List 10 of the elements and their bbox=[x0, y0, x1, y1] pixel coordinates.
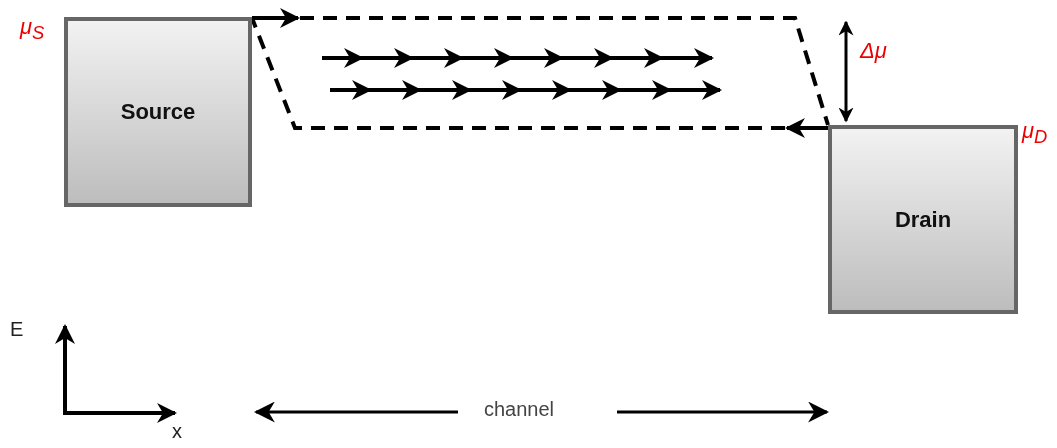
potential-difference-label: Δμ bbox=[860, 38, 887, 64]
potential-label: μ$_{D}$ bbox=[1022, 118, 1048, 149]
terminal-box bbox=[64, 17, 252, 207]
dimension-label: channel bbox=[484, 398, 555, 421]
potential-label: μ$_{S}$ bbox=[20, 14, 45, 45]
terminal-label: Drain bbox=[894, 206, 952, 233]
axis-label: x bbox=[172, 420, 182, 443]
terminal-label: Source bbox=[120, 99, 196, 125]
axis-label: E bbox=[10, 318, 24, 341]
terminal-box bbox=[828, 125, 1018, 314]
